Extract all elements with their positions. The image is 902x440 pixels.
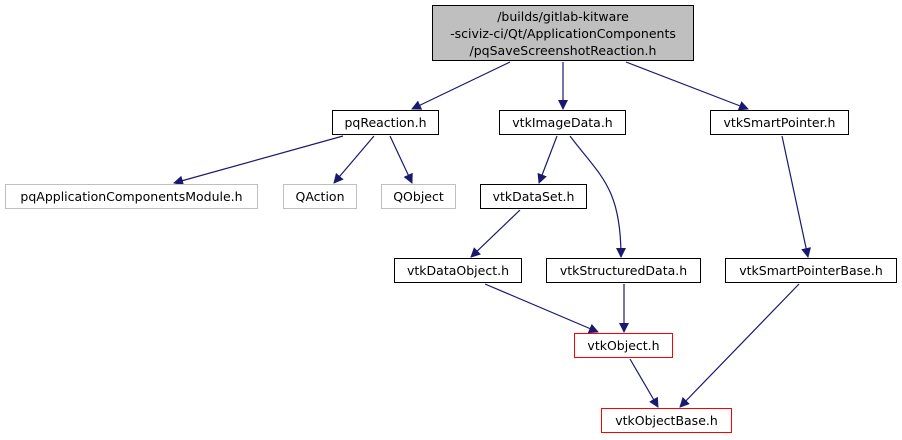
- node-vtkImageData[interactable]: vtkImageData.h: [499, 110, 626, 135]
- edge-vtkImageData-to-vtkStructuredData: [569, 135, 626, 258]
- root-line-1: /builds/gitlab-kitware: [497, 8, 629, 24]
- root-line-2: -sciviz-ci/Qt/ApplicationComponents: [450, 25, 676, 41]
- node-QObject[interactable]: QObject: [381, 184, 456, 209]
- edge-vtkSmartPointerBase-to-vtkObjectBase: [679, 283, 800, 408]
- edge-root-to-pqReaction: [411, 61, 511, 110]
- node-vtkStructuredData[interactable]: vtkStructuredData.h: [546, 258, 701, 283]
- edge-vtkObject-to-vtkObjectBase: [629, 358, 659, 408]
- edge-pqReaction-to-QObject: [389, 135, 413, 184]
- edge-vtkDataSet-to-vtkDataObject: [470, 209, 521, 258]
- edge-vtkSmartPointer-to-vtkSmartPointerBase: [781, 135, 811, 258]
- node-QAction[interactable]: QAction: [283, 184, 357, 209]
- node-vtkDataObject[interactable]: vtkDataObject.h: [394, 258, 522, 283]
- node-pqReaction[interactable]: pqReaction.h: [332, 110, 439, 135]
- edge-root-to-vtkSmartPointer: [625, 61, 749, 111]
- root-line-3: /pqSaveScreenshotReaction.h: [469, 42, 657, 58]
- edge-pqReaction-to-pqAppModule: [173, 135, 344, 186]
- node-vtkSmartPointerBase[interactable]: vtkSmartPointerBase.h: [725, 258, 897, 283]
- node-vtkDataSet[interactable]: vtkDataSet.h: [480, 184, 587, 209]
- edge-vtkDataObject-to-vtkObject: [484, 283, 599, 334]
- edge-pqReaction-to-QAction: [333, 135, 375, 184]
- node-vtkSmartPointer[interactable]: vtkSmartPointer.h: [710, 110, 849, 135]
- node-pqApplicationComponentsModule[interactable]: pqApplicationComponentsModule.h: [5, 184, 258, 209]
- node-vtkObjectBase[interactable]: vtkObjectBase.h: [601, 408, 732, 433]
- node-vtkObject[interactable]: vtkObject.h: [574, 333, 673, 358]
- edge-vtkImageData-to-vtkDataSet: [537, 135, 558, 184]
- node-root-pqSaveScreenshotReaction[interactable]: /builds/gitlab-kitware -sciviz-ci/Qt/App…: [432, 5, 694, 61]
